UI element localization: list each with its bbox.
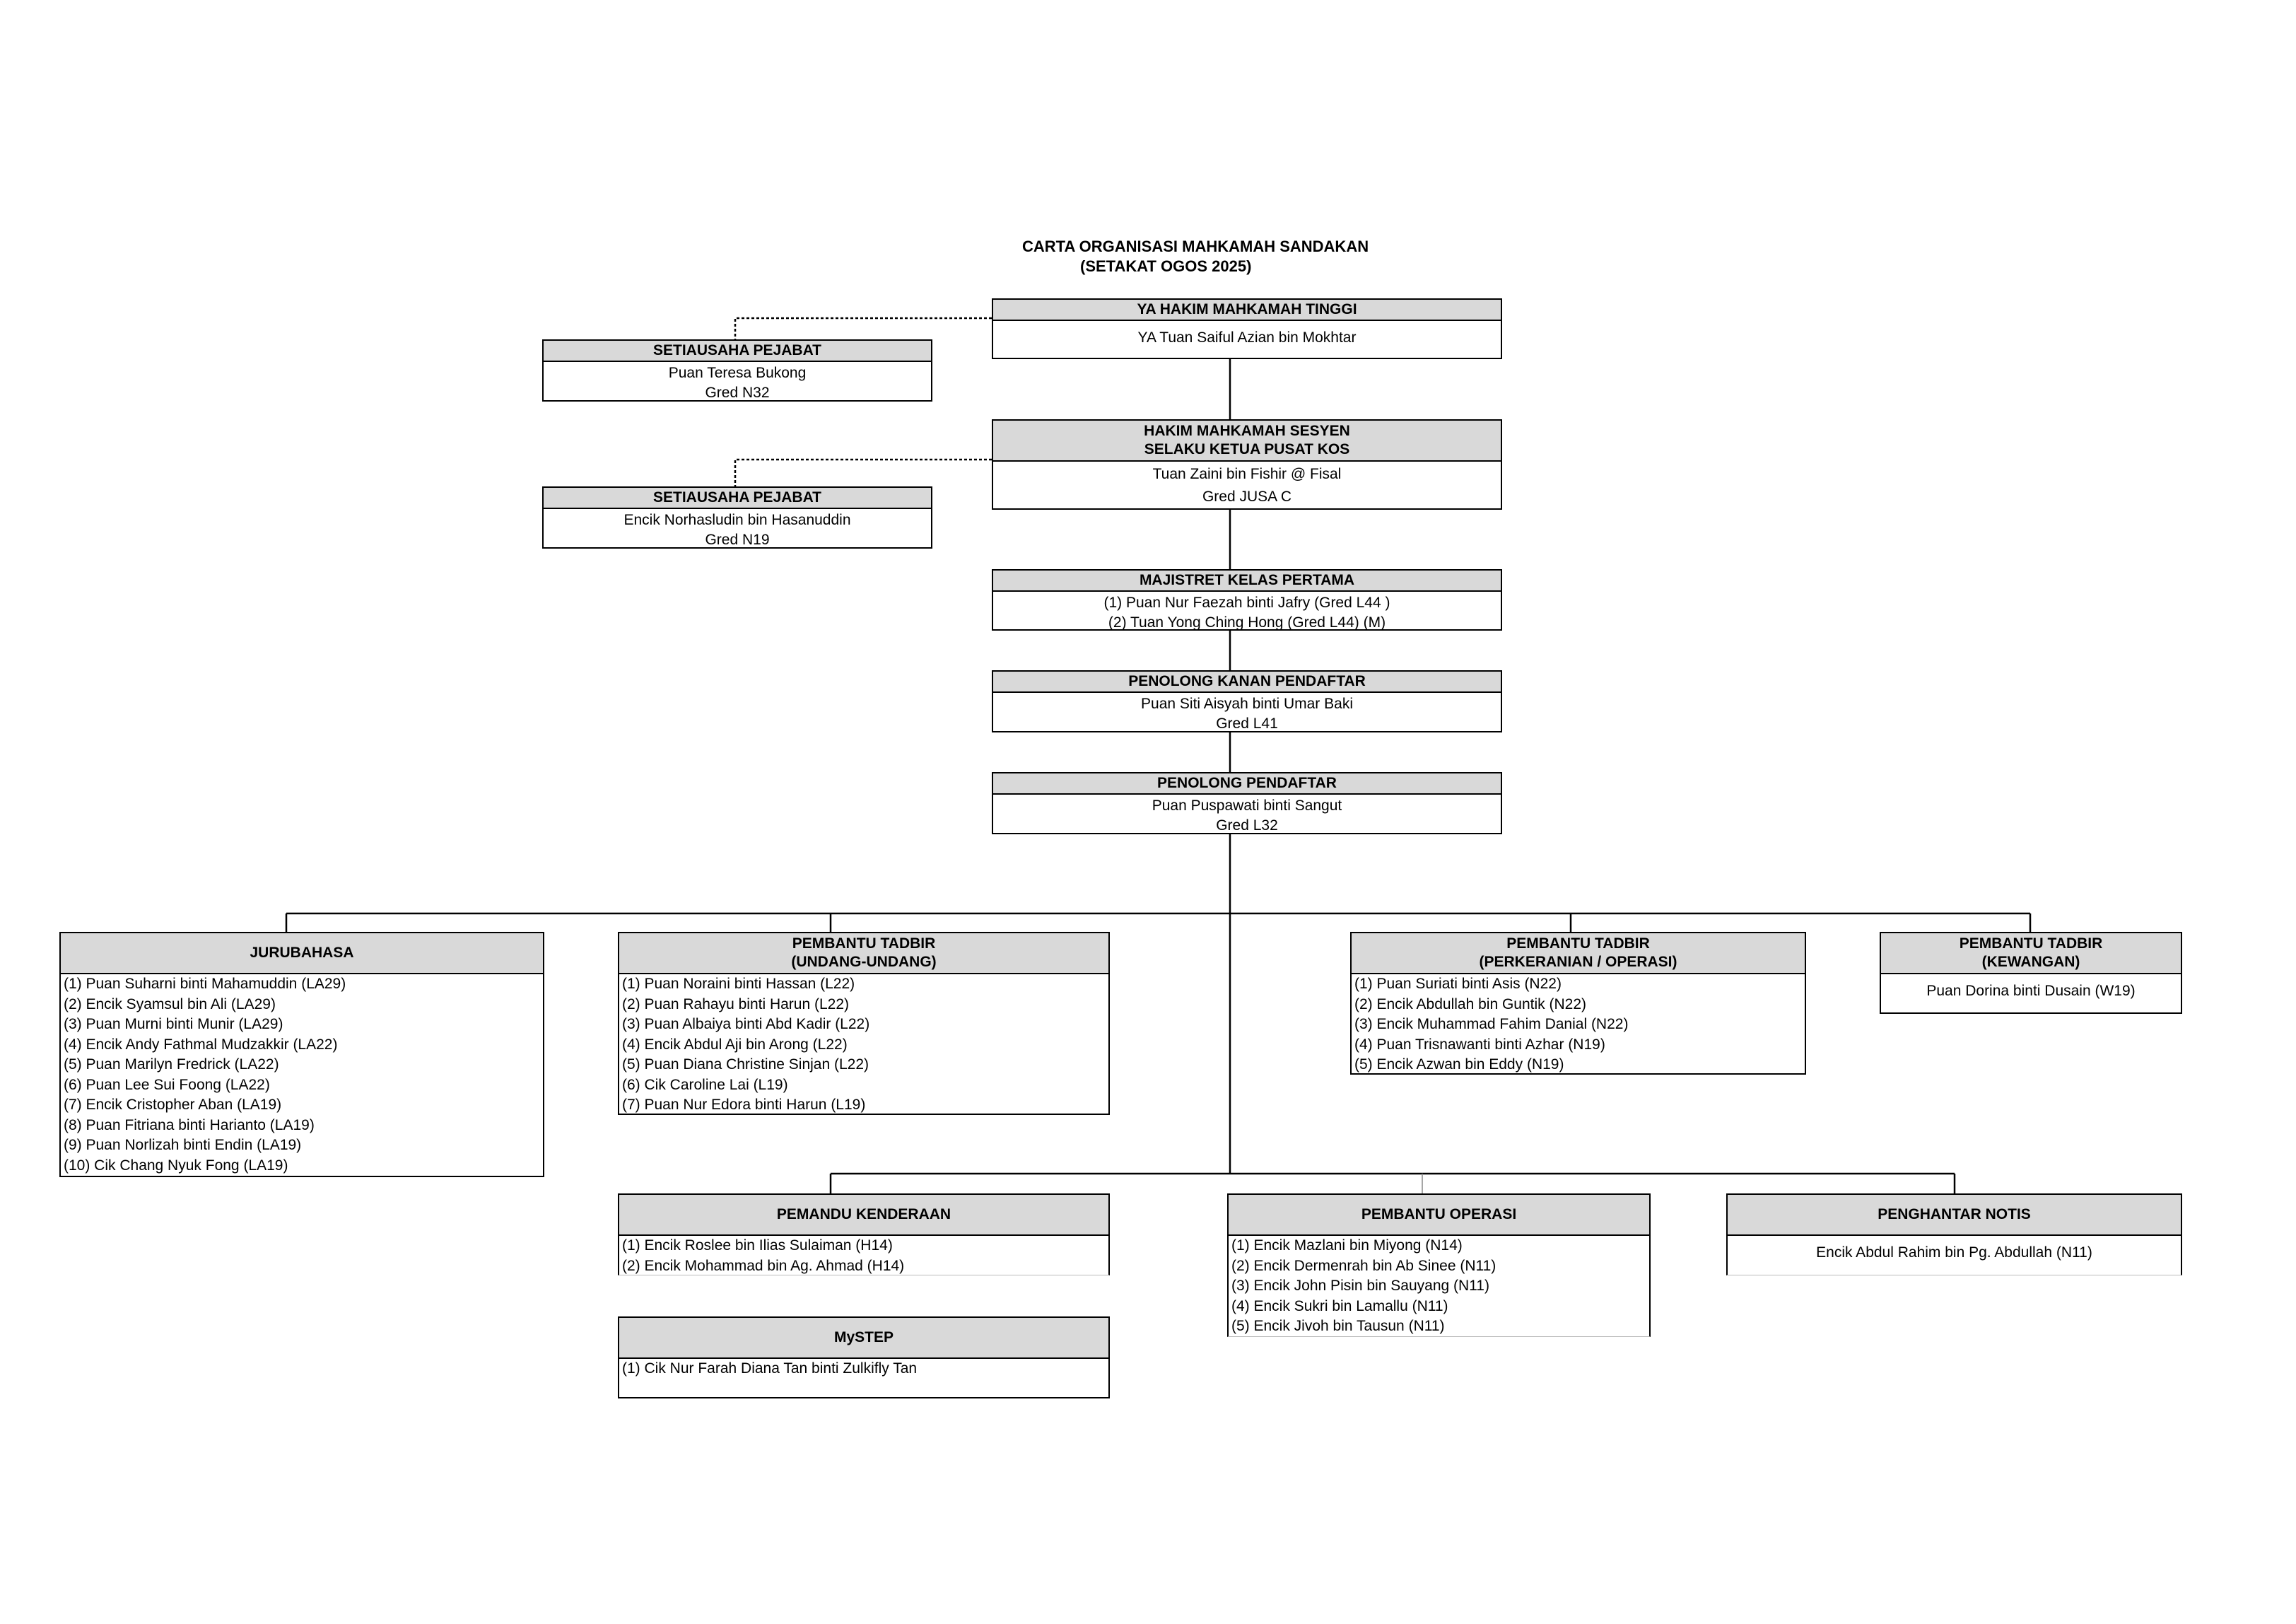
box-pembantu-tadbir-undang-undang: PEMBANTU TADBIR (UNDANG-UNDANG) (1) Puan… [618, 932, 1110, 1115]
box-header: MAJISTRET KELAS PERTAMA [993, 571, 1501, 592]
box-line: Encik Abdul Rahim bin Pg. Abdullah (N11) [1816, 1244, 2092, 1261]
box-header: MySTEP [619, 1318, 1108, 1359]
box-line: Puan Dorina binti Dusain (W19) [1926, 983, 2136, 999]
box-header: SETIAUSAHA PEJABAT [544, 341, 931, 362]
box-hakim-mahkamah-sesyen: HAKIM MAHKAMAH SESYEN SELAKU KETUA PUSAT… [992, 419, 1502, 510]
box-pembantu-tadbir-kewangan: PEMBANTU TADBIR (KEWANGAN) Puan Dorina b… [1880, 932, 2182, 1014]
box-line: (2) Tuan Yong Ching Hong (Gred L44) (M) [1108, 614, 1386, 631]
chart-title: CARTA ORGANISASI MAHKAMAH SANDAKAN [1022, 238, 1369, 255]
list-item: (6) Puan Lee Sui Foong (LA22) [64, 1076, 270, 1093]
box-line: Gred N19 [705, 532, 770, 548]
box-header: PEMBANTU TADBIR (PERKERANIAN / OPERASI) [1352, 933, 1805, 974]
box-line: Gred L41 [1216, 715, 1278, 732]
list-item: (3) Puan Murni binti Munir (LA29) [64, 1016, 283, 1032]
list-item: (3) Puan Albaiya binti Abd Kadir (L22) [622, 1016, 870, 1032]
box-line: (1) Puan Nur Faezah binti Jafry (Gred L4… [1103, 595, 1390, 611]
list-item: (10) Cik Chang Nyuk Fong (LA19) [64, 1157, 288, 1174]
box-setiausaha-pejabat-1: SETIAUSAHA PEJABAT Puan Teresa Bukong Gr… [542, 339, 932, 402]
list-item: (1) Puan Noraini binti Hassan (L22) [622, 976, 855, 992]
list-item: (7) Puan Nur Edora binti Harun (L19) [622, 1097, 866, 1113]
list-item: (2) Encik Mohammad bin Ag. Ahmad (H14) [622, 1257, 905, 1274]
box-pembantu-tadbir-perkeranian: PEMBANTU TADBIR (PERKERANIAN / OPERASI) … [1350, 932, 1806, 1075]
list-item: (6) Cik Caroline Lai (L19) [622, 1076, 788, 1093]
list-item: (5) Puan Marilyn Fredrick (LA22) [64, 1056, 279, 1073]
list-item: (9) Puan Norlizah binti Endin (LA19) [64, 1137, 302, 1153]
box-header: PENOLONG KANAN PENDAFTAR [993, 672, 1501, 693]
box-penolong-pendaftar: PENOLONG PENDAFTAR Puan Puspawati binti … [992, 772, 1502, 834]
list-item: (2) Puan Rahayu binti Harun (L22) [622, 995, 850, 1012]
box-setiausaha-pejabat-2: SETIAUSAHA PEJABAT Encik Norhasludin bin… [542, 486, 932, 549]
box-header: SETIAUSAHA PEJABAT [544, 488, 931, 509]
list-item: (4) Encik Sukri bin Lamallu (N11) [1231, 1297, 1448, 1314]
list-item: (1) Encik Mazlani bin Miyong (N14) [1231, 1237, 1463, 1254]
list-item: (4) Puan Trisnawanti binti Azhar (N19) [1354, 1036, 1605, 1053]
list-item: (3) Encik Muhammad Fahim Danial (N22) [1354, 1016, 1629, 1032]
box-header: PEMBANTU OPERASI [1229, 1195, 1649, 1236]
list-item: (1) Puan Suriati binti Asis (N22) [1354, 976, 1562, 992]
list-item: (1) Puan Suharni binti Mahamuddin (LA29) [64, 976, 346, 992]
box-line: Encik Norhasludin bin Hasanuddin [623, 512, 851, 528]
box-line: Puan Puspawati binti Sangut [1152, 798, 1342, 814]
list-item: (1) Cik Nur Farah Diana Tan binti Zulkif… [622, 1360, 918, 1377]
list-item: (2) Encik Syamsul bin Ali (LA29) [64, 995, 276, 1012]
list-item: (2) Encik Abdullah bin Guntik (N22) [1354, 995, 1586, 1012]
box-penolong-kanan-pendaftar: PENOLONG KANAN PENDAFTAR Puan Siti Aisya… [992, 670, 1502, 732]
list-item: (8) Puan Fitriana binti Harianto (LA19) [64, 1116, 315, 1133]
box-header: HAKIM MAHKAMAH SESYEN SELAKU KETUA PUSAT… [993, 421, 1501, 462]
box-majistret-kelas-pertama: MAJISTRET KELAS PERTAMA (1) Puan Nur Fae… [992, 569, 1502, 631]
box-header: JURUBAHASA [61, 933, 543, 974]
box-line: Puan Siti Aisyah binti Umar Baki [1141, 696, 1353, 712]
dotted-link-setiausaha-2 [734, 458, 992, 486]
list-item: (1) Encik Roslee bin Ilias Sulaiman (H14… [622, 1237, 893, 1254]
box-line: Gred L32 [1216, 817, 1278, 834]
box-line: Gred JUSA C [1202, 489, 1292, 505]
box-hakim-mahkamah-tinggi: YA HAKIM MAHKAMAH TINGGI YA Tuan Saiful … [992, 298, 1502, 359]
list-item: (4) Encik Abdul Aji bin Arong (L22) [622, 1036, 848, 1053]
list-item: (5) Puan Diana Christine Sinjan (L22) [622, 1056, 869, 1073]
list-item: (5) Encik Jivoh bin Tausun (N11) [1231, 1318, 1445, 1334]
box-pembantu-operasi: PEMBANTU OPERASI (1) Encik Mazlani bin M… [1227, 1193, 1651, 1337]
chart-subtitle: (SETAKAT OGOS 2025) [1080, 257, 1252, 275]
box-header: PEMBANTU TADBIR (UNDANG-UNDANG) [619, 933, 1108, 974]
box-header: PEMBANTU TADBIR (KEWANGAN) [1881, 933, 2181, 974]
box-jurubahasa: JURUBAHASA (1) Puan Suharni binti Mahamu… [59, 932, 544, 1177]
box-mystep: MySTEP (1) Cik Nur Farah Diana Tan binti… [618, 1316, 1110, 1398]
dotted-link-setiausaha-1 [734, 317, 992, 339]
list-item: (4) Encik Andy Fathmal Mudzakkir (LA22) [64, 1036, 338, 1053]
box-line: Gred N32 [705, 385, 770, 401]
box-header: YA HAKIM MAHKAMAH TINGGI [993, 300, 1501, 321]
list-item: (5) Encik Azwan bin Eddy (N19) [1354, 1056, 1564, 1073]
box-line: YA Tuan Saiful Azian bin Mokhtar [1137, 329, 1357, 346]
box-pemandu-kenderaan: PEMANDU KENDERAAN (1) Encik Roslee bin I… [618, 1193, 1110, 1275]
box-penghantar-notis: PENGHANTAR NOTIS Encik Abdul Rahim bin P… [1726, 1193, 2182, 1275]
box-header: PENOLONG PENDAFTAR [993, 773, 1501, 795]
list-item: (3) Encik John Pisin bin Sauyang (N11) [1231, 1278, 1489, 1294]
box-line: Tuan Zaini bin Fishir @ Fisal [1152, 466, 1342, 482]
box-header: PEMANDU KENDERAAN [619, 1195, 1108, 1236]
box-header: PENGHANTAR NOTIS [1728, 1195, 2181, 1236]
list-item: (7) Encik Cristopher Aban (LA19) [64, 1097, 282, 1113]
box-line: Puan Teresa Bukong [668, 365, 807, 381]
list-item: (2) Encik Dermenrah bin Ab Sinee (N11) [1231, 1257, 1496, 1274]
